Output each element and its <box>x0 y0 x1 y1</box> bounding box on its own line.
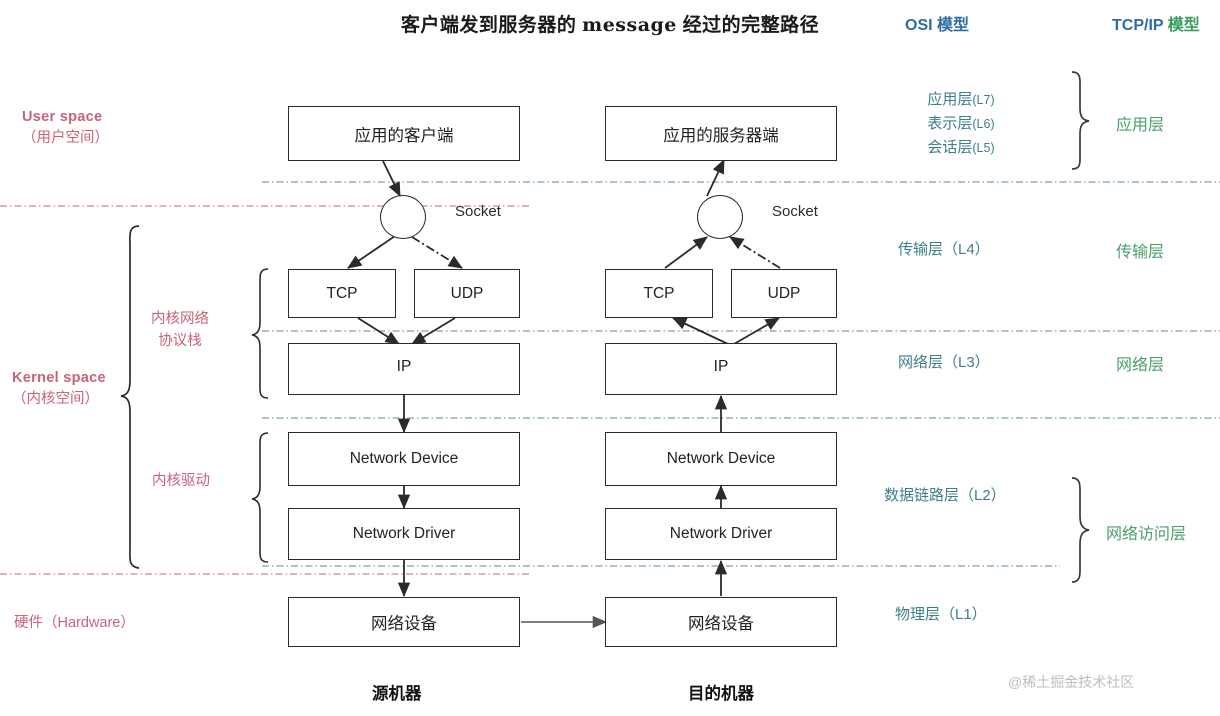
osi-layer-l2: 数据链路层（L2） <box>884 487 1006 504</box>
title-cn-lead: 客户端发到服务器的 <box>400 15 577 36</box>
user-space-label: User space （用户空间） <box>22 107 109 149</box>
arrow-server-udp-to-socket <box>729 236 781 269</box>
server-network-driver-box[interactable]: Network Driver <box>605 508 837 560</box>
brace-kernel-space <box>120 225 140 569</box>
page-title: 客户端发到服务器的 message 经过的完整路径 <box>0 10 1220 37</box>
osi-layer-l7: 应用层(L7) <box>927 91 995 108</box>
arrow-server-socket-to-app <box>706 159 725 197</box>
server-ip-box[interactable]: IP <box>605 343 837 395</box>
osi-layer-l3: 网络层（L3） <box>898 354 990 371</box>
brace-tcpip-application <box>1071 71 1090 170</box>
server-hardware-device-box[interactable]: 网络设备 <box>605 597 837 647</box>
server-machine-caption: 目的机器 <box>688 685 754 703</box>
osi-layer-l1: 物理层（L1） <box>895 606 987 623</box>
osi-layer-l6: 表示层(L6) <box>927 115 995 132</box>
hardware-label: 硬件（Hardware） <box>14 615 135 631</box>
brace-kernel-driver <box>251 432 269 563</box>
arrow-server-tcp-to-socket <box>664 236 708 269</box>
server-socket-label: Socket <box>772 203 818 220</box>
arrow-client-udp-to-ip <box>411 317 456 345</box>
client-socket-circle[interactable] <box>380 195 426 239</box>
client-udp-box[interactable]: UDP <box>414 269 520 318</box>
client-machine-caption: 源机器 <box>372 685 422 703</box>
kernel-driver-label: 内核驱动 <box>152 473 210 489</box>
user-space-label-en: User space <box>22 109 103 125</box>
kernel-space-label-cn: （内核空间） <box>12 391 99 407</box>
tcpip-model-header: TCP/IP 模型 <box>1112 11 1200 35</box>
tcpip-layer-network-access: 网络访问层 <box>1106 526 1187 543</box>
osi-layer-application-group: 应用层(L7) 表示层(L6) 会话层(L5) <box>900 88 1022 160</box>
arrow-client-tcp-to-ip <box>357 317 400 345</box>
arrow-server-ip-to-udp <box>733 317 780 345</box>
client-app-box[interactable]: 应用的客户端 <box>288 106 520 161</box>
kernel-space-label-en: Kernel space <box>12 370 106 386</box>
kernel-network-stack-label: 内核网络 协议栈 <box>132 308 228 352</box>
tcpip-layer-internet: 网络层 <box>1116 357 1165 374</box>
tcpip-layer-transport: 传输层 <box>1116 244 1165 261</box>
site-watermark: @稀土掘金技术社区 <box>1008 674 1135 690</box>
arrow-client-socket-to-udp <box>411 236 463 269</box>
arrow-client-socket-to-tcp <box>347 235 396 269</box>
osi-model-header: OSI 模型 <box>905 17 970 34</box>
client-ip-box[interactable]: IP <box>288 343 520 395</box>
server-socket-circle[interactable] <box>697 195 743 239</box>
tcpip-header-cn: 模型 <box>1167 17 1200 34</box>
user-space-label-cn: （用户空间） <box>22 130 109 146</box>
server-app-box[interactable]: 应用的服务器端 <box>605 106 837 161</box>
client-network-driver-box[interactable]: Network Driver <box>288 508 520 560</box>
kernel-network-stack-label-line1: 内核网络 <box>151 311 209 327</box>
tcpip-layer-application: 应用层 <box>1116 117 1165 134</box>
server-network-device-box[interactable]: Network Device <box>605 432 837 486</box>
osi-layer-l4: 传输层（L4） <box>898 241 990 258</box>
brace-tcpip-network-access <box>1071 477 1090 583</box>
arrow-server-ip-to-tcp <box>672 317 729 345</box>
kernel-space-label: Kernel space （内核空间） <box>12 368 106 410</box>
client-hardware-device-box[interactable]: 网络设备 <box>288 597 520 647</box>
server-udp-box[interactable]: UDP <box>731 269 837 318</box>
kernel-network-stack-label-line2: 协议栈 <box>158 333 202 349</box>
brace-kernel-net-stack <box>251 268 269 399</box>
title-latin: message <box>582 14 677 36</box>
title-cn-tail: 经过的完整路径 <box>682 15 820 36</box>
server-tcp-box[interactable]: TCP <box>605 269 713 318</box>
osi-layer-l5: 会话层(L5) <box>927 139 995 156</box>
client-socket-label: Socket <box>455 203 501 220</box>
client-tcp-box[interactable]: TCP <box>288 269 396 318</box>
client-network-device-box[interactable]: Network Device <box>288 432 520 486</box>
tcpip-header-en: TCP/IP <box>1112 17 1164 34</box>
arrow-client-app-to-socket <box>382 160 401 197</box>
